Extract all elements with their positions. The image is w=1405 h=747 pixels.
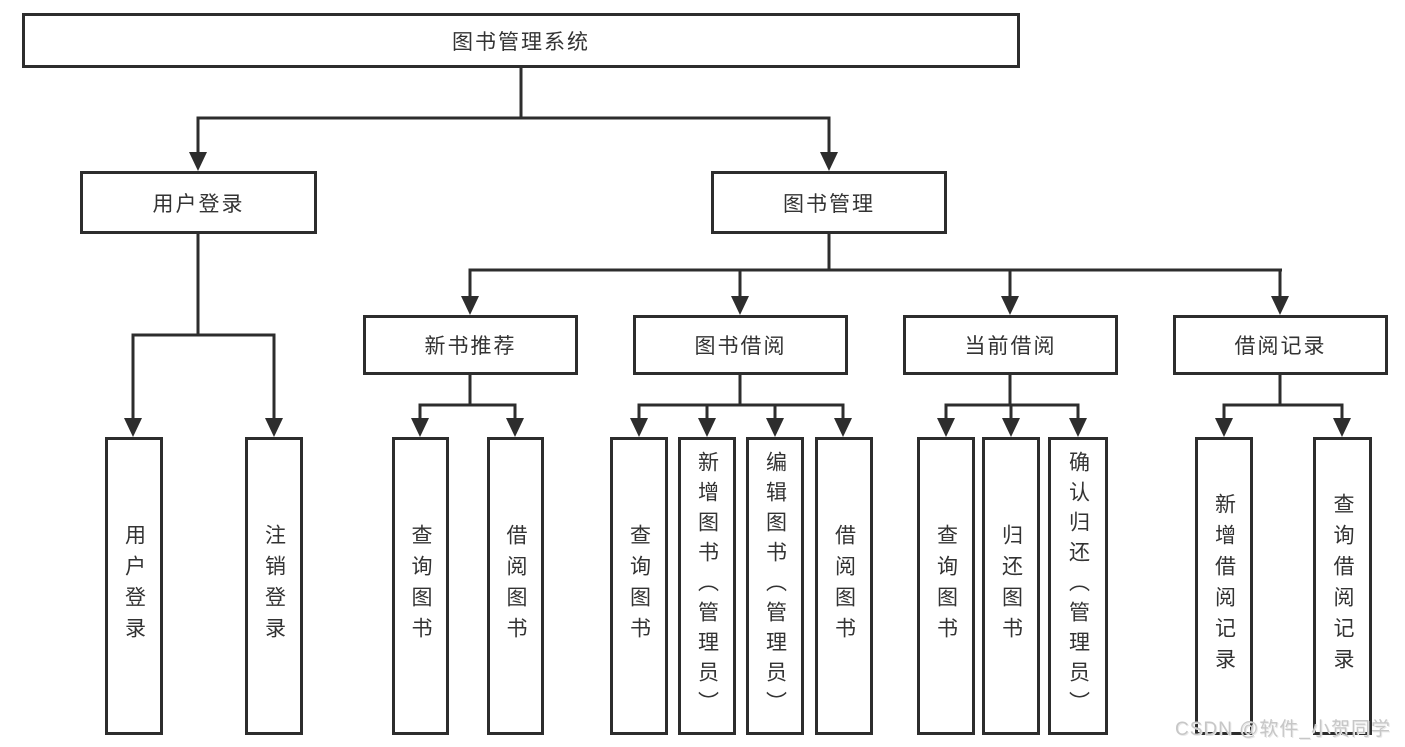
node-current-borrowing-label: 当前借阅 [964, 335, 1057, 358]
leaf-add-borrow-record-label: 新增借阅记录 [1212, 493, 1236, 679]
node-new-book-recommend: 新书推荐 [363, 315, 578, 375]
leaf-add-books-admin-label: 新增图书（管理员） [695, 451, 719, 721]
leaf-query-borrow-record-label: 查询借阅记录 [1331, 493, 1354, 679]
leaf-add-books-admin: 新增图书（管理员） [678, 437, 736, 735]
leaf-add-borrow-record: 新增借阅记录 [1195, 437, 1253, 735]
arrowhead-group [124, 152, 1351, 437]
node-user-login-label: 用户登录 [152, 192, 245, 216]
leaf-return-books-label: 归还图书 [999, 524, 1023, 648]
leaf-query-books-2-label: 查询图书 [627, 524, 651, 648]
leaf-query-books-1-label: 查询图书 [409, 524, 432, 648]
leaf-query-borrow-record: 查询借阅记录 [1313, 437, 1372, 735]
node-book-borrowing-label: 图书借阅 [694, 335, 787, 358]
leaf-borrow-books-1: 借阅图书 [487, 437, 544, 735]
leaf-user-login-label: 用户登录 [122, 524, 146, 648]
node-borrowing-records: 借阅记录 [1173, 315, 1388, 375]
node-root-label: 图书管理系统 [452, 30, 590, 54]
leaf-edit-books-admin: 编辑图书（管理员） [746, 437, 804, 735]
node-root-system: 图书管理系统 [22, 13, 1020, 68]
node-book-management: 图书管理 [711, 171, 947, 234]
leaf-query-books-1: 查询图书 [392, 437, 449, 735]
leaf-user-login: 用户登录 [105, 437, 163, 735]
node-book-management-label: 图书管理 [783, 192, 875, 216]
leaf-query-books-2: 查询图书 [610, 437, 668, 735]
node-borrowing-records-label: 借阅记录 [1234, 335, 1327, 358]
node-current-borrowing: 当前借阅 [903, 315, 1118, 375]
leaf-logout-label: 注销登录 [262, 524, 286, 648]
leaf-borrow-books-1-label: 借阅图书 [504, 524, 527, 648]
leaf-confirm-return-admin-label: 确认归还（管理员） [1066, 451, 1090, 721]
node-new-book-recommend-label: 新书推荐 [424, 335, 517, 358]
leaf-return-books: 归还图书 [982, 437, 1040, 735]
leaf-confirm-return-admin: 确认归还（管理员） [1048, 437, 1108, 735]
node-book-borrowing: 图书借阅 [633, 315, 848, 375]
leaf-logout: 注销登录 [245, 437, 303, 735]
leaf-edit-books-admin-label: 编辑图书（管理员） [763, 451, 787, 721]
leaf-query-books-3: 查询图书 [917, 437, 975, 735]
node-user-login: 用户登录 [80, 171, 317, 234]
leaf-query-books-3-label: 查询图书 [934, 524, 958, 648]
leaf-borrow-books-2: 借阅图书 [815, 437, 873, 735]
leaf-borrow-books-2-label: 借阅图书 [832, 524, 856, 648]
